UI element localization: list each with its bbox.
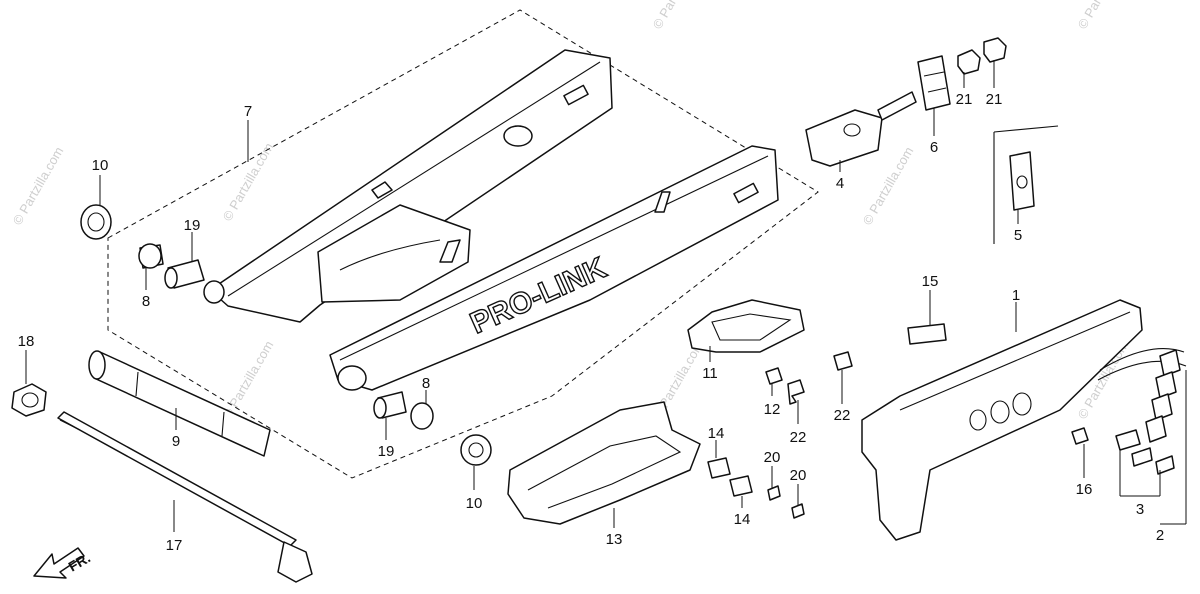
callout-22: 22 bbox=[834, 407, 851, 424]
small-fasteners bbox=[707, 351, 853, 519]
chain-adjuster-parts bbox=[805, 37, 1007, 167]
pivot-shaft-hardware bbox=[11, 350, 313, 583]
callout-20: 20 bbox=[764, 449, 781, 466]
callout-17: 17 bbox=[166, 537, 183, 554]
callout-22: 22 bbox=[790, 429, 807, 446]
callout-1: 1 bbox=[1012, 287, 1020, 304]
callout-7: 7 bbox=[244, 103, 252, 120]
leader-lines bbox=[25, 60, 1187, 532]
callout-2: 2 bbox=[1156, 527, 1164, 544]
callout-5: 5 bbox=[1014, 227, 1022, 244]
adjuster-plate bbox=[993, 125, 1059, 244]
callout-21: 21 bbox=[956, 91, 973, 108]
callout-15: 15 bbox=[922, 273, 939, 290]
watermark-text: © Partzilla.com bbox=[220, 338, 277, 421]
chain-slider bbox=[687, 299, 805, 353]
callout-14: 14 bbox=[708, 425, 725, 442]
decal bbox=[907, 323, 947, 345]
callout-13: 13 bbox=[606, 531, 623, 548]
callout-21: 21 bbox=[986, 91, 1003, 108]
callout-19: 19 bbox=[184, 217, 201, 234]
drive-chain bbox=[1071, 348, 1187, 475]
callout-3: 3 bbox=[1136, 501, 1144, 518]
watermark-text: © Partzilla.com bbox=[860, 144, 917, 227]
callout-labels: 1 2 3 4 5 6 7 8 8 9 10 10 11 12 13 14 14… bbox=[18, 91, 1165, 554]
swingarm-assembly-outline bbox=[107, 9, 819, 479]
callout-8: 8 bbox=[422, 375, 430, 392]
callout-10: 10 bbox=[466, 495, 483, 512]
chain-case bbox=[861, 299, 1143, 541]
callout-20: 20 bbox=[790, 467, 807, 484]
watermark-text: © Partzilla.com bbox=[650, 0, 707, 32]
chain-guide bbox=[507, 401, 701, 525]
callout-16: 16 bbox=[1076, 481, 1093, 498]
callout-11: 11 bbox=[702, 365, 718, 382]
callout-6: 6 bbox=[930, 139, 938, 156]
watermark-text: © Partzilla.com bbox=[10, 144, 67, 227]
callout-10: 10 bbox=[92, 157, 109, 174]
pivot-hardware bbox=[80, 204, 492, 466]
callout-19: 19 bbox=[378, 443, 395, 460]
callout-9: 9 bbox=[172, 433, 180, 450]
callout-14: 14 bbox=[734, 511, 751, 528]
callout-12: 12 bbox=[764, 401, 781, 418]
callout-8: 8 bbox=[142, 293, 150, 310]
front-direction-marker: FR. bbox=[33, 547, 93, 579]
callout-18: 18 bbox=[18, 333, 35, 350]
watermark-text: © Partzilla.com bbox=[1075, 0, 1132, 32]
callout-4: 4 bbox=[836, 175, 844, 192]
